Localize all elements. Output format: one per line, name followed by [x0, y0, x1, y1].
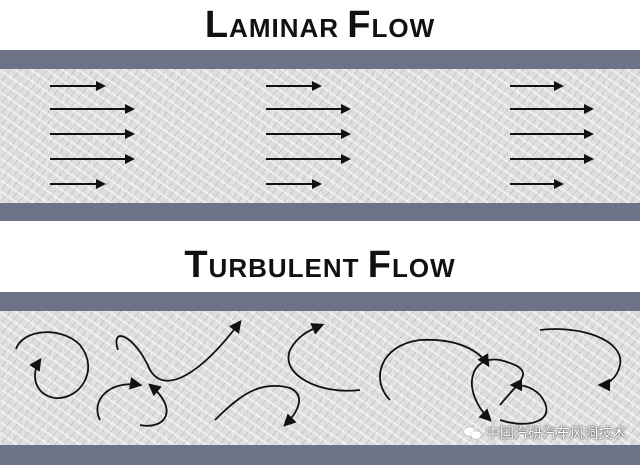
turbulent-swirl-arrow [471, 358, 524, 422]
turbulent-swirl-arrow [15, 331, 90, 399]
turbulent-arrows [15, 319, 622, 427]
turbulent-swirl-arrow [499, 378, 548, 425]
turbulent-swirl-arrow [115, 319, 242, 382]
turbulent-swirl-arrow [287, 323, 361, 392]
watermark-text: 中国汽研汽车风洞技术 [486, 426, 626, 442]
laminar-arrow-group-2 [266, 81, 351, 189]
turbulent-top-wall [0, 292, 640, 311]
wechat-icon [464, 426, 482, 440]
turbulent-swirl-arrow [96, 377, 143, 421]
laminar-arrow-group-3 [510, 81, 594, 189]
laminar-top-wall [0, 50, 640, 69]
laminar-flow-title: LAMINAR FLOW [204, 4, 436, 46]
turbulent-swirl-arrow [214, 384, 300, 427]
turbulent-bottom-wall [0, 445, 640, 465]
laminar-arrow-group-1 [50, 81, 135, 189]
turbulent-flow-title: TURBULENT FLOW [184, 244, 456, 286]
turbulent-swirl-arrow [379, 339, 490, 401]
watermark: 中国汽研汽车风洞技术 [464, 423, 626, 443]
turbulent-swirl-arrow [139, 383, 168, 427]
laminar-bottom-wall [0, 203, 640, 221]
turbulent-swirl-arrow [539, 328, 622, 392]
